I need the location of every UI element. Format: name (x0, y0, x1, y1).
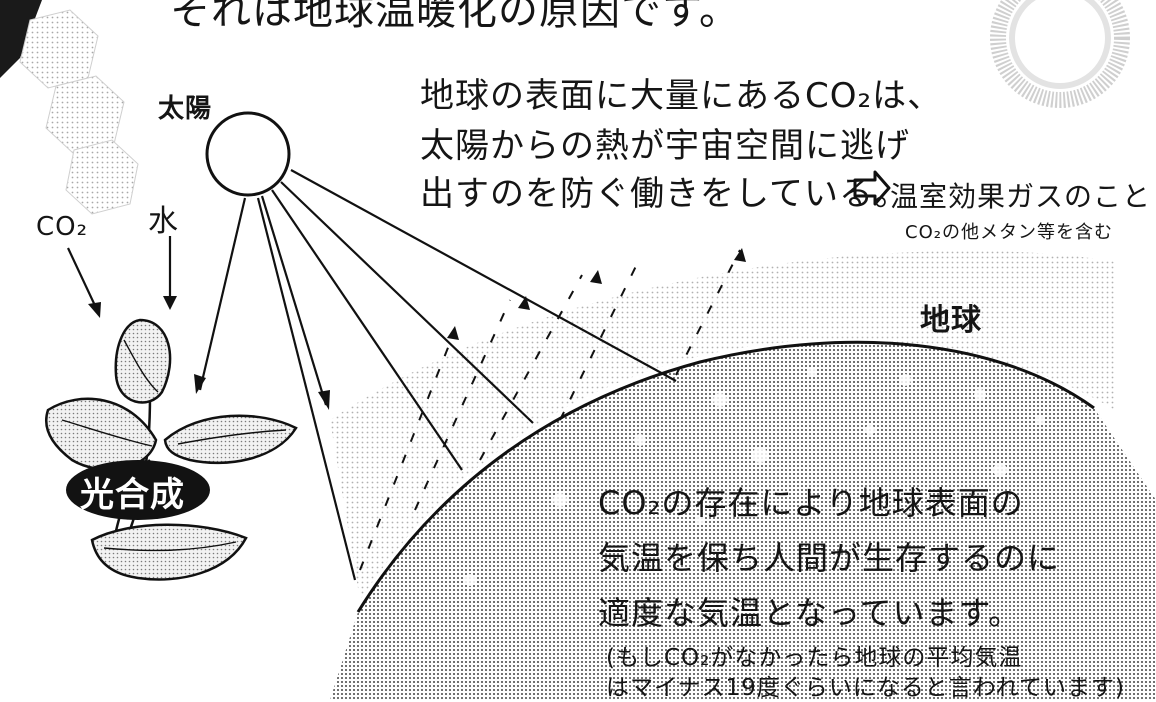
sun-label: 太陽 (158, 94, 213, 124)
hollow-arrow (853, 170, 891, 206)
sun-circle (205, 111, 291, 197)
main-text-line-3: 出すのを防ぐ働きをしている。 (420, 174, 909, 214)
escaping-heat-rays (359, 249, 741, 571)
lower-note-line-1: (もしCO₂がなかったら地球の平均気温 (606, 645, 1023, 671)
water-arrow-head (163, 296, 177, 310)
co2-label: CO₂ (36, 212, 89, 242)
greenhouse-gas-label: 温室効果ガスのこと (890, 180, 1152, 213)
earth-label: 地球 (920, 303, 982, 338)
decorative-hexagons (19, 9, 139, 215)
leaf-right (163, 414, 298, 465)
plant (45, 318, 298, 581)
lower-text-line-3: 適度な気温となっています。 (598, 594, 1022, 632)
greenhouse-gas-note: CO₂の他メタン等を含む (905, 222, 1113, 243)
sun-rays (198, 169, 677, 581)
leaf-left (45, 397, 158, 471)
leaf-top (114, 318, 172, 404)
earth-surface (330, 342, 1156, 700)
main-text-line-2: 太陽からの熱が宇宙空間に逃げ (420, 126, 910, 166)
earth-sparkles (464, 367, 1045, 586)
escaping-arrowheads (447, 248, 746, 340)
decorative-ring (990, 0, 1130, 108)
lower-note-line-2: はマイナス19度ぐらいになると言われています) (606, 675, 1125, 701)
leaf-bottom (90, 523, 248, 581)
atmosphere-layer (330, 250, 1115, 601)
water-label: 水 (148, 204, 179, 239)
lower-text-line-1: CO₂の存在により地球表面の (598, 484, 1024, 522)
co2-arrow-head (88, 302, 101, 318)
photosynthesis-badge (66, 460, 210, 520)
input-arrows (67, 236, 172, 313)
lower-text-line-2: 気温を保ち人間が生存するのに (598, 539, 1061, 577)
ray-arrowheads (194, 374, 330, 410)
main-text-line-1: 地球の表面に大量にあるCO₂は、 (420, 76, 943, 116)
top-caption: それは地球温暖化の原因です。 (170, 0, 740, 34)
earth-horizon-line (356, 340, 1095, 613)
photosynthesis-label: 光合成 (80, 475, 185, 515)
